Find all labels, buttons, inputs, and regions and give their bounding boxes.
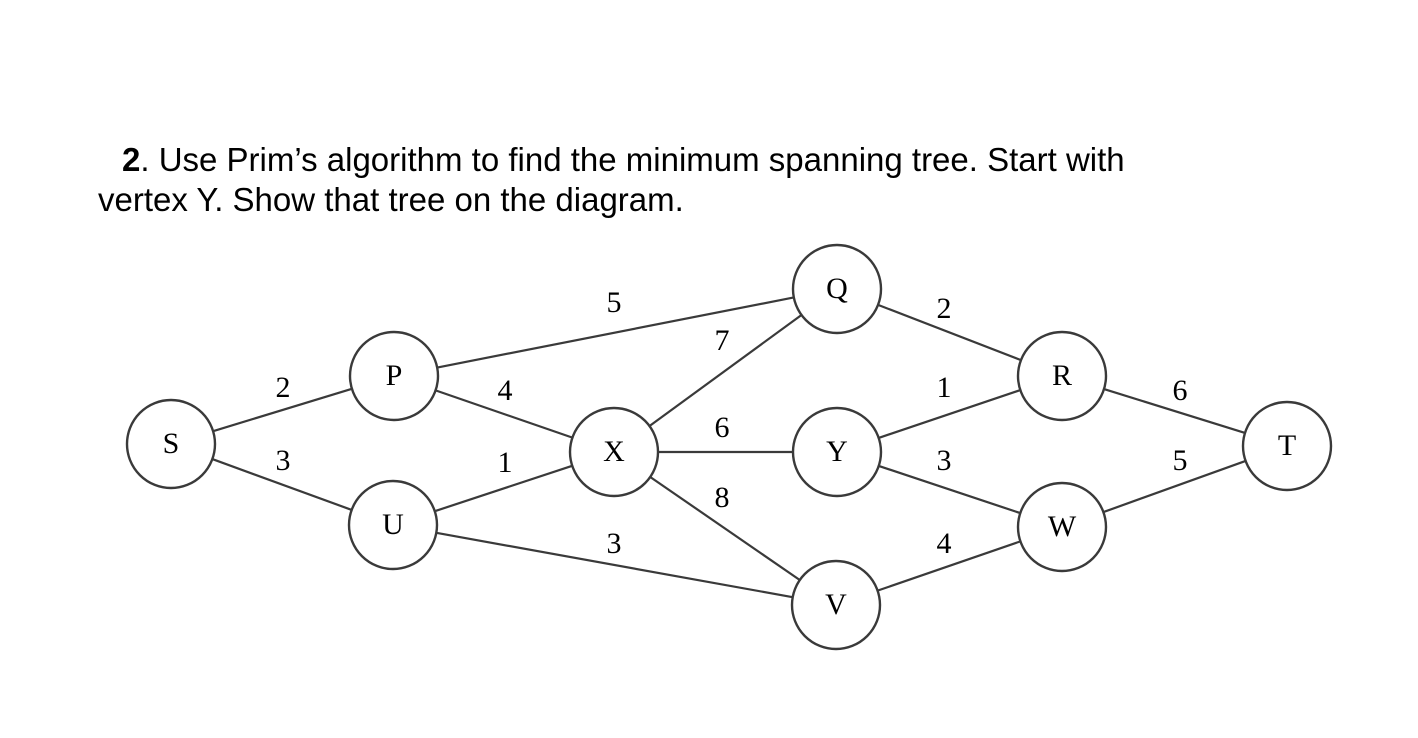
vertex-T: T <box>1241 400 1333 492</box>
edge-weight-X-V: 8 <box>715 481 730 514</box>
edges-layer <box>211 296 1246 599</box>
vertex-Y: Y <box>791 406 883 498</box>
edge-X-Q <box>648 314 803 427</box>
vertex-circle-Y <box>791 406 883 498</box>
edge-weight-P-Q: 5 <box>607 286 622 319</box>
edge-weight-Q-R: 2 <box>937 292 952 325</box>
edge-S-U <box>211 458 353 511</box>
vertex-label-Q: Q <box>826 272 848 305</box>
vertex-circle-U <box>347 479 439 571</box>
vertex-P: P <box>348 330 440 422</box>
edge-weight-X-Q: 7 <box>715 324 730 357</box>
vertex-circle-Q <box>791 243 883 335</box>
problem-number: 2 <box>122 141 141 178</box>
problem-text-line1: . Use Prim’s algorithm to find the minim… <box>140 141 1125 178</box>
vertex-circle-V <box>790 559 882 651</box>
edge-X-V <box>649 476 801 581</box>
problem-statement: 2. Use Prim’s algorithm to find the mini… <box>98 140 1298 220</box>
vertex-circle-S <box>125 398 217 490</box>
vertex-circle-X <box>568 406 660 498</box>
edge-Q-R <box>877 303 1022 362</box>
edge-weight-V-W: 4 <box>937 527 952 560</box>
edge-weight-U-X: 1 <box>498 446 513 479</box>
vertex-S: S <box>125 398 217 490</box>
edge-P-Q <box>436 296 795 369</box>
vertex-label-P: P <box>386 359 403 392</box>
vertex-R: R <box>1016 330 1108 422</box>
vertex-U: U <box>347 479 439 571</box>
edge-V-W <box>877 540 1021 592</box>
vertex-label-Y: Y <box>826 435 848 468</box>
vertex-label-T: T <box>1278 429 1296 462</box>
edge-weight-P-X: 4 <box>498 374 513 407</box>
edge-P-X <box>435 389 573 439</box>
edge-weight-U-V: 3 <box>607 527 622 560</box>
edge-weight-R-T: 6 <box>1173 374 1188 407</box>
vertex-label-X: X <box>603 435 625 468</box>
edge-weight-S-P: 2 <box>276 371 291 404</box>
edge-weight-Y-R: 1 <box>937 371 952 404</box>
vertex-Q: Q <box>791 243 883 335</box>
weights-layer: 2 3 5 4 1 3 7 6 8 2 1 3 4 6 5 <box>276 286 1188 560</box>
nodes-layer: S P U X Q Y V R W T <box>125 243 1333 651</box>
edge-weight-Y-W: 3 <box>937 444 952 477</box>
vertex-circle-R <box>1016 330 1108 422</box>
vertex-circle-W <box>1016 481 1108 573</box>
vertex-label-R: R <box>1052 359 1072 392</box>
vertex-circle-T <box>1241 400 1333 492</box>
edge-U-V <box>436 531 793 599</box>
vertex-label-V: V <box>825 588 847 621</box>
vertex-W: W <box>1016 481 1108 573</box>
edge-weight-X-Y: 6 <box>715 411 730 444</box>
edge-weight-W-T: 5 <box>1173 444 1188 477</box>
vertex-label-S: S <box>163 427 180 460</box>
edge-R-T <box>1103 388 1246 434</box>
vertex-label-W: W <box>1048 510 1077 543</box>
vertex-circle-P <box>348 330 440 422</box>
problem-text-line2: vertex Y. Show that tree on the diagram. <box>98 181 684 218</box>
edge-Y-W <box>878 464 1021 515</box>
edge-weight-S-U: 3 <box>276 444 291 477</box>
edge-U-X <box>434 464 573 513</box>
vertex-label-U: U <box>382 508 404 541</box>
vertex-V: V <box>790 559 882 651</box>
edge-Y-R <box>878 389 1021 439</box>
vertex-X: X <box>568 406 660 498</box>
edge-W-T <box>1103 459 1246 514</box>
edge-S-P <box>212 387 353 433</box>
